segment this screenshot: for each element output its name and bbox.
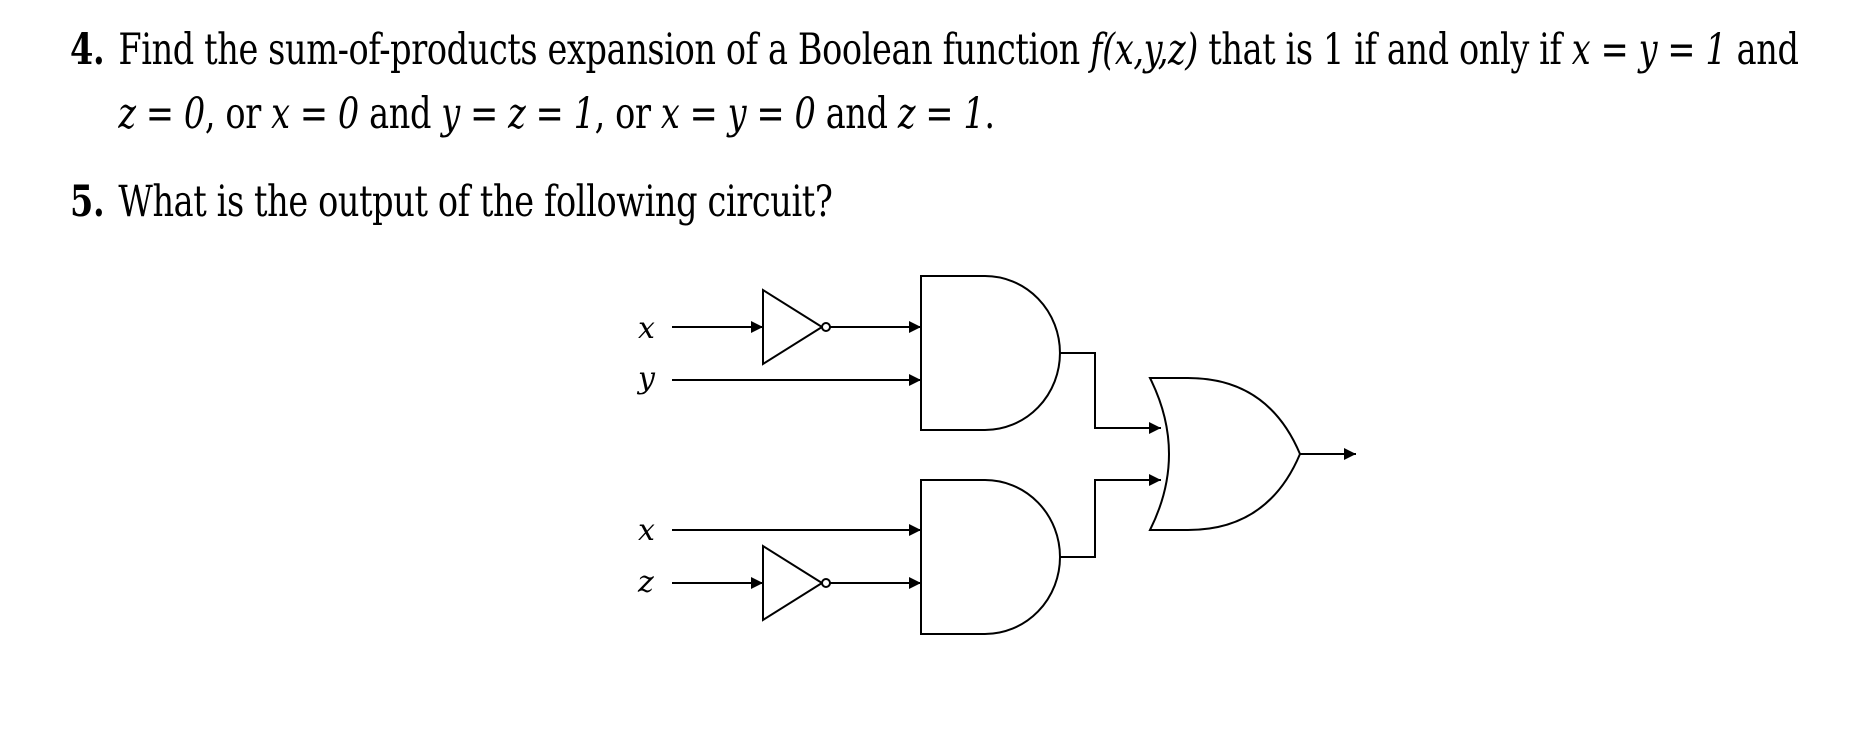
problem-4-line-2: z = 0, or x = 0 and y = z = 1, or x = y …: [70, 82, 1799, 146]
problem-4-text-c: and: [1726, 25, 1799, 75]
problem-4-text-h: .: [984, 89, 995, 139]
not-gate-top-bubble: [821, 322, 831, 332]
math-y-eq-z-eq-1: y = z = 1: [441, 89, 595, 139]
input-label-x-top: x: [638, 311, 655, 346]
input-label-y-top: y: [636, 361, 656, 396]
wire-and-top-to-or: [1060, 352, 1161, 434]
problem-4-text-b: that is 1 if and only if: [1198, 25, 1572, 75]
problem-4-line-1: 4. Find the sum-of-products expansion of …: [70, 18, 1799, 82]
input-label-x-bottom: x: [638, 513, 655, 548]
problem-4-text-d: , or: [204, 89, 272, 139]
problem-4-text-a: Find the sum-of-products expansion of a …: [118, 25, 1091, 75]
and-gate-bottom: [920, 479, 1061, 635]
math-f-xyz: f(x,y,z): [1090, 25, 1199, 75]
problem-4-text-g: and: [815, 89, 898, 139]
wire-and-bottom-to-or: [1060, 474, 1161, 558]
problem-4: 4. Find the sum-of-products expansion of …: [70, 18, 1799, 146]
logic-circuit-diagram: x y x z: [636, 275, 1356, 635]
problem-4-text-f: , or: [594, 89, 661, 139]
math-z-eq-1: z = 1: [897, 89, 985, 139]
problem-4-number: 4.: [70, 25, 105, 75]
problem-5-text: What is the output of the following circ…: [118, 177, 833, 227]
math-x-eq-y-eq-1: x = y = 1: [1571, 25, 1727, 75]
math-z-eq-0: z = 0: [118, 89, 205, 139]
problem-5: 5. What is the output of the following ci…: [70, 170, 833, 234]
not-gate-bottom: [762, 544, 824, 622]
or-gate: [1148, 377, 1302, 531]
input-label-z-bottom: z: [637, 565, 654, 600]
problem-5-number: 5.: [70, 177, 105, 227]
and-gate-top: [920, 275, 1061, 431]
not-gate-bottom-bubble: [821, 578, 831, 588]
not-gate-top: [762, 288, 824, 366]
math-x-eq-y-eq-0: x = y = 0: [660, 89, 816, 139]
math-x-eq-0: x = 0: [271, 89, 359, 139]
problem-4-text-e: and: [358, 89, 442, 139]
